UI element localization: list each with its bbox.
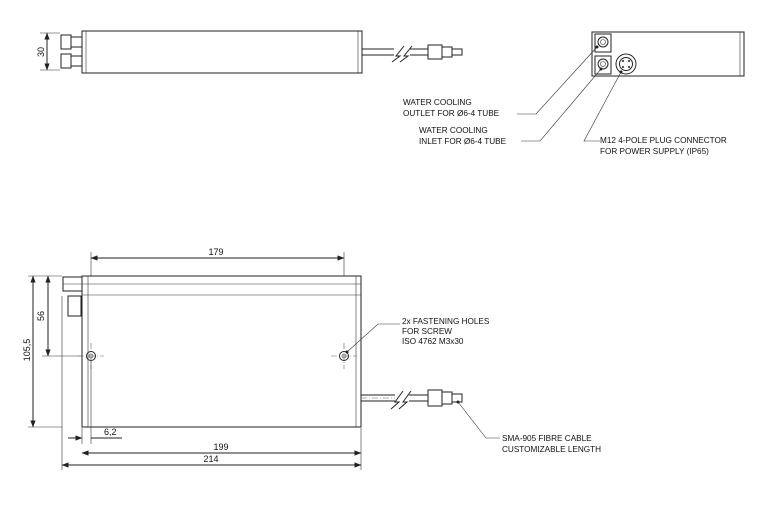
callout-power: M12 4-POLE PLUG CONNECTOR FOR POWER SUPP… bbox=[600, 136, 729, 156]
callout-holes: 2x FASTENING HOLES FOR SCREW ISO 4762 M3… bbox=[402, 317, 492, 346]
callout-fibre: SMA-905 FIBRE CABLE CUSTOMIZABLE LENGTH bbox=[502, 434, 601, 454]
leader-inlet bbox=[521, 67, 603, 142]
m12-connector-icon bbox=[615, 53, 637, 75]
callout-outlet: WATER COOLING OUTLET FOR Ø6-4 TUBE bbox=[403, 98, 500, 118]
housing-front bbox=[81, 275, 362, 428]
fibre-cable-top bbox=[362, 44, 463, 63]
housing-top bbox=[81, 30, 363, 74]
leader-outlet bbox=[517, 45, 599, 115]
dim-hole-offset: 6,2 bbox=[68, 360, 122, 444]
dim-hole-height-label: 56 bbox=[36, 311, 46, 321]
dim-hole-spacing-label: 179 bbox=[208, 247, 223, 257]
dim-length-body: 199 bbox=[81, 428, 362, 470]
dim-height-top-label: 30 bbox=[36, 47, 46, 57]
leader-fibre bbox=[456, 400, 500, 439]
dim-hole-offset-label: 6,2 bbox=[104, 427, 117, 437]
dim-height-front-label: 105,5 bbox=[22, 339, 32, 362]
front-view: 179 105,5 56 bbox=[22, 247, 463, 470]
inlet-port-icon bbox=[597, 58, 609, 70]
housing-side bbox=[591, 31, 745, 77]
dim-length-total: 214 bbox=[61, 296, 362, 470]
fastening-hole-right bbox=[331, 343, 357, 369]
fibre-cable-front bbox=[361, 389, 463, 410]
leader-power bbox=[583, 70, 623, 142]
outlet-port-icon bbox=[597, 36, 609, 48]
dim-length-total-label: 214 bbox=[203, 454, 218, 464]
water-fittings-top bbox=[60, 34, 83, 69]
dim-height-front: 105,5 bbox=[22, 275, 62, 428]
side-view bbox=[591, 31, 745, 77]
dim-length-body-label: 199 bbox=[213, 442, 228, 452]
callout-inlet: WATER COOLING INLET FOR Ø6-4 TUBE bbox=[419, 126, 507, 146]
dim-height-top: 30 bbox=[36, 32, 60, 71]
leader-holes bbox=[345, 323, 400, 354]
top-view: 30 bbox=[36, 30, 463, 74]
